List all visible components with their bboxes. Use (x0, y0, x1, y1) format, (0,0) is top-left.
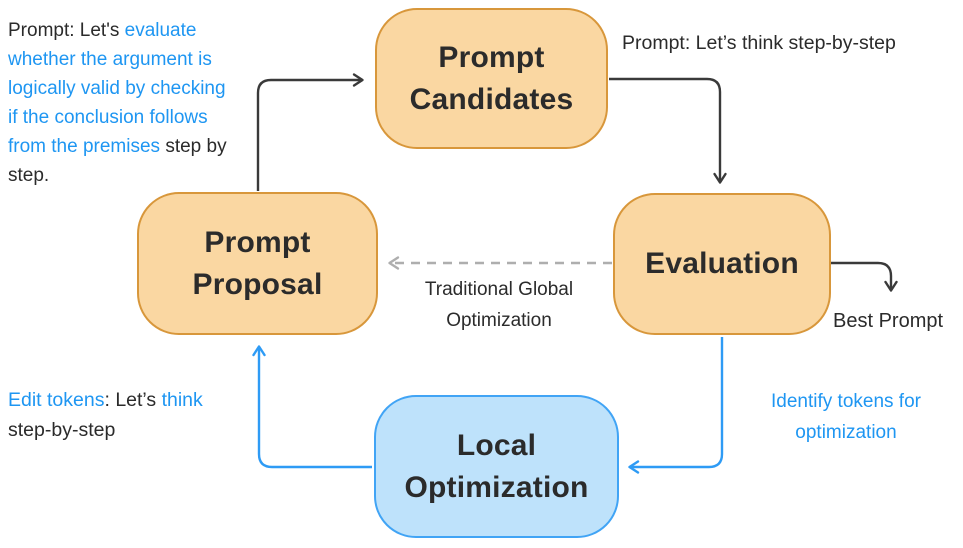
arrow-local-to-proposal (252, 345, 372, 469)
node-prompt-proposal-label: Prompt Proposal (192, 225, 323, 301)
node-evaluation-label: Evaluation (645, 247, 799, 280)
annotation-identify-tokens: Identify tokens for optimization (771, 391, 921, 443)
arrow-candidates-to-evaluation (609, 77, 727, 184)
annotation-traditional-global-optimization: Traditional Global Optimization (424, 279, 574, 331)
annotation-best-prompt: Best Prompt (833, 310, 944, 332)
node-local-optimization-label: Local Optimization (404, 428, 589, 504)
arrow-evaluation-to-local (628, 337, 724, 474)
node-prompt-candidates: Prompt Candidates (375, 8, 608, 149)
node-prompt-candidates-label: Prompt Candidates (409, 40, 574, 116)
annotation-edit-tokens: Edit tokens: Let’s think step-by-step (8, 389, 203, 441)
node-prompt-proposal: Prompt Proposal (137, 192, 378, 335)
node-evaluation: Evaluation (613, 193, 831, 335)
arrow-proposal-to-candidates (256, 73, 364, 191)
arrow-evaluation-to-best-prompt (831, 261, 898, 292)
annotation-prompt-example: Prompt: Let's evaluate whether the argum… (8, 20, 227, 186)
node-local-optimization: Local Optimization (374, 395, 619, 538)
annotation-prompt-step-by-step: Prompt: Let’s think step-by-step (622, 32, 896, 54)
